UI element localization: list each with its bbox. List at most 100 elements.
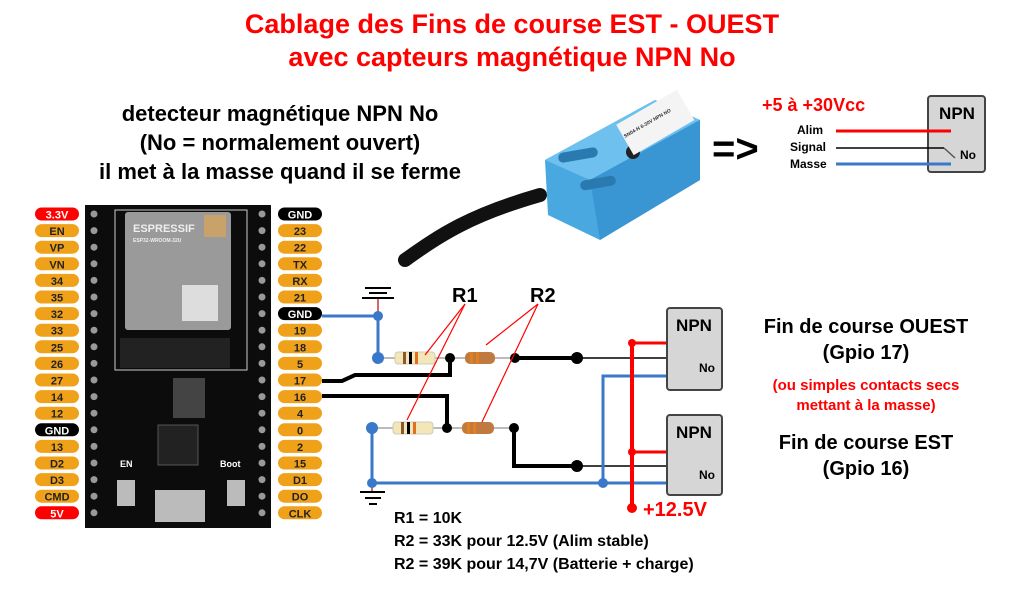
pin-label: GND — [288, 309, 313, 321]
r1-label: R1 — [452, 285, 478, 307]
pin-left-12: 12 — [35, 406, 98, 421]
pin-label: 5 — [297, 359, 303, 371]
pin-label: 3.3V — [46, 210, 69, 222]
ouest-gpio: (Gpio 17) — [823, 342, 910, 364]
pin-label: 17 — [294, 376, 306, 388]
pin-left-gnd: GND — [35, 423, 98, 437]
ouest-title: Fin de course OUEST — [764, 316, 968, 338]
pin-right-do: DO — [258, 489, 322, 504]
boot-button-label: Boot — [220, 459, 241, 469]
resistor-r2-top — [465, 352, 495, 364]
pin-label: 19 — [294, 326, 306, 338]
pin-label: 23 — [294, 226, 306, 238]
pin-label: VP — [50, 243, 65, 255]
pin-left-vp: VP — [35, 240, 98, 255]
pin-label: GND — [45, 425, 70, 437]
pin-right-5: 5 — [258, 356, 322, 371]
pin-label: D2 — [50, 459, 64, 471]
npn-ouest-label: NPN — [676, 316, 712, 335]
description-line-3: il met à la masse quand il se ferme — [99, 159, 461, 184]
value-r2-battery: R2 = 39K pour 14,7V (Batterie + charge) — [394, 556, 694, 573]
pin-label: 34 — [51, 276, 64, 288]
npn-ouest-box — [666, 307, 723, 391]
pin-right-gnd: GND — [258, 307, 322, 321]
pin-label: 27 — [51, 376, 63, 388]
pin-left-13: 13 — [35, 439, 98, 454]
pin-left-35: 35 — [35, 290, 98, 305]
pin-left-25: 25 — [35, 340, 98, 354]
pin-right-clk: CLK — [258, 506, 322, 520]
pin-label: 32 — [51, 309, 63, 321]
boot-button[interactable] — [227, 480, 245, 506]
pin-label: 22 — [294, 243, 306, 255]
pin-label: 14 — [51, 392, 64, 404]
npn-est-box — [666, 414, 723, 496]
pin-left-d3: D3 — [35, 473, 98, 487]
legend-masse: Masse — [790, 157, 827, 171]
pin-left-3-3v: 3.3V — [35, 207, 98, 222]
pin-right-21: 21 — [258, 290, 322, 305]
resistor-r1-bottom — [392, 421, 434, 435]
resistor-r1-top — [394, 351, 436, 365]
legend-npn-box — [927, 95, 986, 173]
pin-label: 16 — [294, 392, 306, 404]
est-gpio: (Gpio 16) — [823, 458, 910, 480]
pin-label: 25 — [51, 342, 63, 354]
pin-label: CLK — [289, 508, 312, 520]
wiring — [322, 287, 696, 513]
pin-left-14: 14 — [35, 390, 98, 404]
pin-label: 4 — [297, 409, 304, 421]
pin-left-33: 33 — [35, 323, 98, 338]
pin-right-d1: D1 — [258, 473, 322, 487]
pin-left-en: EN — [35, 224, 98, 238]
pin-right-tx: TX — [258, 257, 322, 271]
legend-npn-label: NPN — [939, 104, 975, 123]
pin-label: 13 — [51, 442, 63, 454]
pin-right-15: 15 — [258, 456, 322, 471]
pin-right-23: 23 — [258, 224, 322, 238]
board-brand: ESPRESSIF — [133, 223, 195, 235]
pin-label: 33 — [51, 326, 63, 338]
legend-supply: +5 à +30Vcc — [762, 95, 865, 115]
legend-alim: Alim — [797, 123, 823, 137]
pin-left-26: 26 — [35, 356, 98, 371]
pin-label: 0 — [297, 425, 303, 437]
usb-port — [155, 490, 205, 522]
sensor-photo: SN04-N 6-30V NPN NO — [398, 89, 700, 267]
en-button-label: EN — [120, 459, 133, 469]
note-line-2: mettant à la masse) — [796, 397, 935, 414]
description-line-1: detecteur magnétique NPN No — [122, 101, 439, 126]
pin-label: D3 — [50, 475, 64, 487]
pin-left-cmd: CMD — [35, 489, 98, 504]
pin-label: EN — [49, 226, 64, 238]
pin-label: RX — [292, 276, 308, 288]
pin-label: VN — [49, 259, 64, 271]
pin-label: GND — [288, 210, 313, 222]
pin-label: 35 — [51, 293, 63, 305]
est-title: Fin de course EST — [779, 432, 953, 454]
resistor-r2-bottom — [462, 422, 494, 434]
pin-right-17: 17 — [258, 373, 322, 388]
note-line-1: (ou simples contacts secs — [773, 377, 960, 394]
pin-label: 21 — [294, 293, 306, 305]
pin-right-2: 2 — [258, 439, 322, 454]
legend-signal: Signal — [790, 140, 826, 154]
pin-left-d2: D2 — [35, 456, 98, 471]
pin-label: 2 — [297, 442, 303, 454]
description-line-2: (No = normalement ouvert) — [140, 130, 421, 155]
pin-label: 18 — [294, 342, 306, 354]
pin-right-gnd: GND — [258, 207, 322, 222]
supply-label: +12.5V — [643, 499, 708, 521]
esp32-board: ESPRESSIF ESP32-WROOM-32U EN Boot — [85, 205, 271, 528]
pin-right-18: 18 — [258, 340, 322, 354]
pin-label: 5V — [50, 508, 64, 520]
pin-label: D1 — [293, 475, 307, 487]
pin-right-0: 0 — [258, 423, 322, 437]
pin-right-19: 19 — [258, 323, 322, 338]
pin-left-32: 32 — [35, 307, 98, 321]
pin-right-4: 4 — [258, 406, 322, 421]
en-button[interactable] — [117, 480, 135, 506]
value-r1: R1 = 10K — [394, 510, 462, 527]
pin-right-16: 16 — [258, 390, 322, 404]
